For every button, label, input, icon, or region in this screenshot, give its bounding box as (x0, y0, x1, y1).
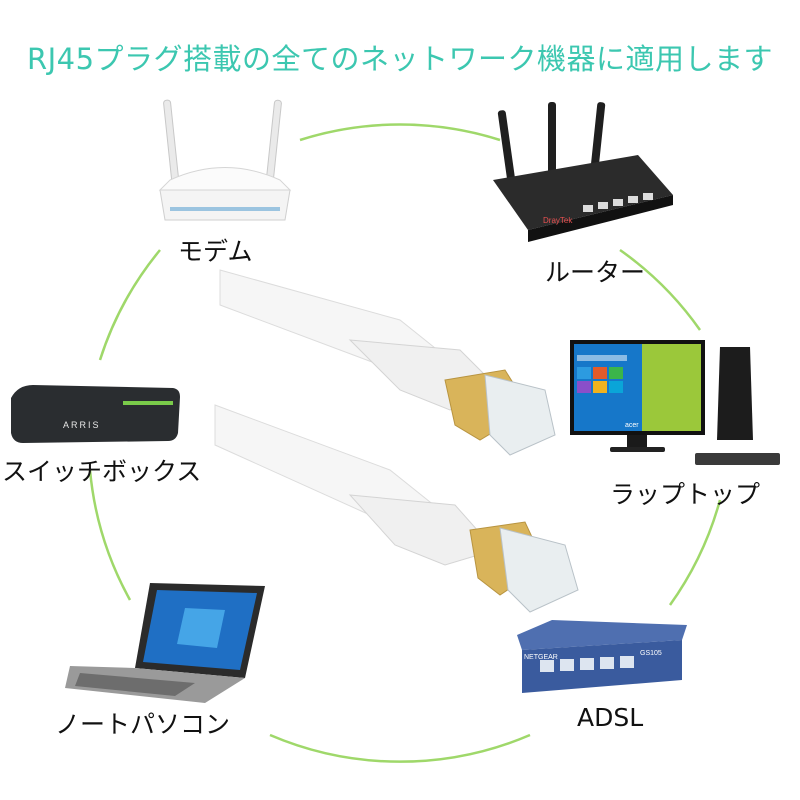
laptop-desktop-image: acer (570, 340, 780, 465)
acer-logo: acer (625, 422, 639, 429)
laptop-desktop-label: ラップトップ (610, 480, 761, 509)
router-image: DrayTek (493, 102, 673, 242)
router-label: ルーター (545, 258, 646, 287)
switch-box-image: ARRIS (11, 385, 180, 443)
adsl-label: ADSL (577, 703, 644, 732)
notebook-pc-label: ノートパソコン (55, 710, 231, 739)
netgear-model: GS105 (640, 650, 662, 657)
notebook-pc-image (65, 583, 265, 703)
modem-label: モデム (178, 237, 253, 266)
switch-box-label: スイッチボックス (2, 457, 202, 486)
ethernet-cables-image (214, 269, 579, 613)
draytek-logo: DrayTek (543, 216, 573, 225)
netgear-logo: NETGEAR (524, 654, 558, 661)
arris-logo: ARRIS (63, 420, 101, 430)
modem-image (158, 99, 292, 221)
adsl-image: NETGEAR GS105 (517, 620, 687, 693)
headline: RJ45プラグ搭載の全てのネットワーク機器に適用します (26, 42, 774, 76)
